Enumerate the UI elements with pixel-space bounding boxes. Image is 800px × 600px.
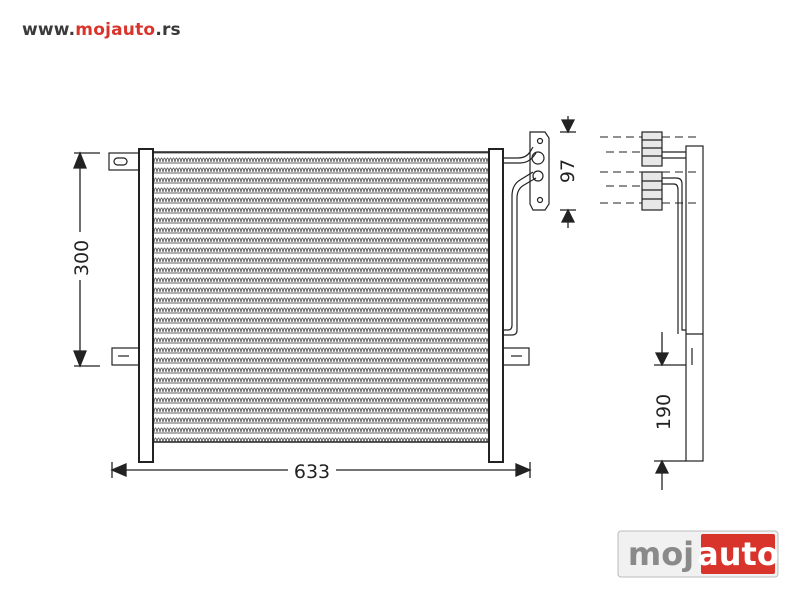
condenser-core	[152, 151, 490, 443]
url-suffix: .rs	[155, 20, 181, 40]
side-view-dashes	[600, 136, 697, 204]
height-label: 300	[71, 240, 93, 276]
mojauto-logo: moj auto	[617, 530, 779, 578]
url-brand: mojauto	[75, 20, 156, 40]
dimension-side	[654, 332, 686, 490]
right-tank	[488, 148, 504, 463]
side-label: 190	[653, 394, 675, 430]
logo-text-auto: auto	[697, 535, 779, 573]
url-prefix: www.	[22, 20, 76, 40]
connection-flange	[529, 131, 550, 211]
left-tank	[138, 148, 154, 463]
tube-lines	[153, 152, 489, 434]
site-url[interactable]: www.mojauto.rs	[22, 20, 181, 40]
mount-bracket-bottom-left	[111, 347, 140, 366]
mount-bracket-bottom-right	[502, 347, 530, 366]
side-view	[641, 131, 704, 462]
width-label: 633	[294, 461, 330, 483]
dimension-bracket	[560, 116, 576, 228]
bracket-label: 97	[557, 159, 579, 183]
outlet-pipes	[503, 146, 537, 336]
logo-text-moj: moj	[628, 535, 694, 573]
mount-bracket-top-left	[108, 152, 140, 171]
